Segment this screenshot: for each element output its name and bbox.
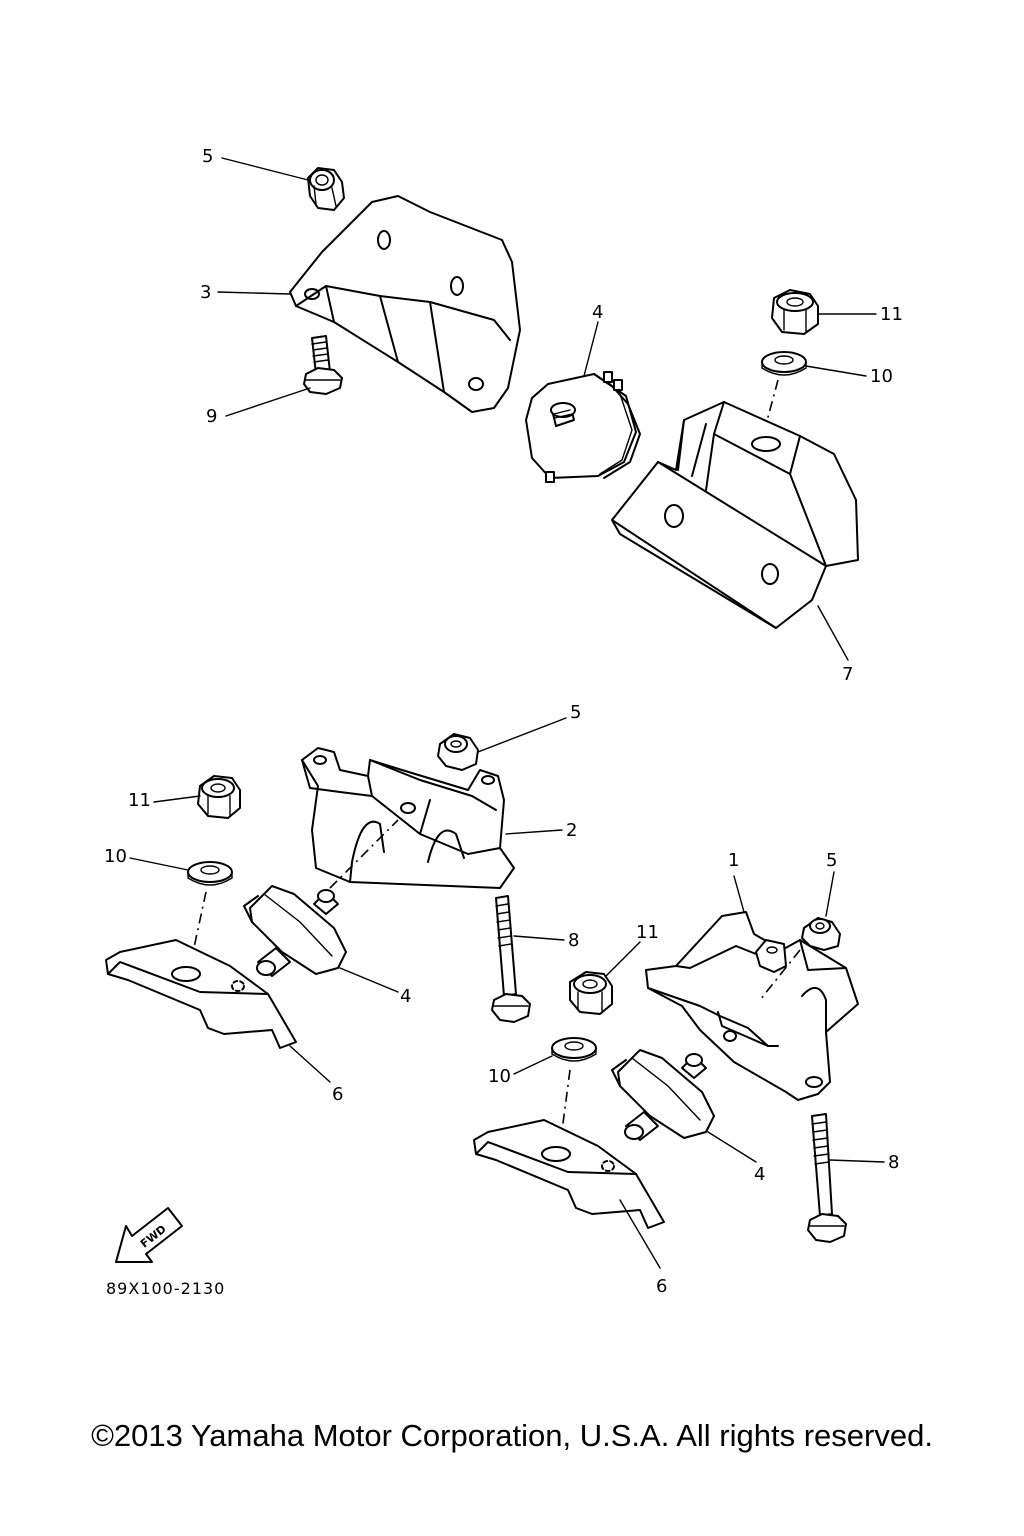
part-11-nut-top [771, 289, 819, 335]
callout-top-11: 11 [880, 304, 903, 325]
part-6-plate-left [105, 939, 297, 1049]
part-11-nut-right [569, 971, 613, 1015]
part-4-mount-left [243, 885, 347, 977]
part-2-bracket [301, 747, 515, 889]
callout-mid-8: 8 [568, 930, 579, 951]
callout-mid-2: 2 [566, 820, 577, 841]
callout-left-11: 11 [128, 790, 151, 811]
part-1-bracket [645, 911, 859, 1101]
callout-right-5: 5 [826, 850, 837, 871]
part-7-box-bracket [611, 401, 859, 629]
part-4-mount-right [611, 1049, 715, 1141]
part-6-plate-right [473, 1119, 665, 1229]
callout-top-10: 10 [870, 366, 893, 387]
part-11-nut-left [197, 775, 241, 819]
part-10-washer-right [551, 1037, 597, 1062]
drawing-code: 89X100-2130 [106, 1279, 225, 1298]
fwd-arrow-icon: FWD [115, 1207, 183, 1263]
part-5-nut-mid [437, 733, 479, 771]
copyright-notice: ©2013 Yamaha Motor Corporation, U.S.A. A… [91, 1418, 933, 1453]
callout-right-1: 1 [728, 850, 739, 871]
callout-top-5: 5 [202, 146, 213, 167]
callout-right-6: 6 [656, 1276, 667, 1297]
callout-top-4: 4 [592, 302, 603, 323]
callout-left-6: 6 [332, 1084, 343, 1105]
part-10-washer-left [187, 861, 233, 886]
callout-top-3: 3 [200, 282, 211, 303]
part-8-bolt-mid [491, 895, 531, 1023]
callout-mid-5: 5 [570, 702, 581, 723]
part-10-washer-top [761, 351, 807, 376]
callout-top-9: 9 [206, 406, 217, 427]
part-5-nut-right [801, 917, 841, 951]
part-8-bolt-right [807, 1113, 847, 1243]
callout-left-10: 10 [104, 846, 127, 867]
callout-left-4: 4 [400, 986, 411, 1007]
part-4-mount-top [525, 371, 641, 483]
callout-right-10: 10 [488, 1066, 511, 1087]
callout-right-11: 11 [636, 922, 659, 943]
part-3-bracket [289, 195, 521, 413]
part-9-bolt [303, 335, 343, 395]
callout-right-4: 4 [754, 1164, 765, 1185]
callout-top-7: 7 [842, 664, 853, 685]
part-5-nut-top [307, 167, 345, 211]
callout-right-8: 8 [888, 1152, 899, 1173]
